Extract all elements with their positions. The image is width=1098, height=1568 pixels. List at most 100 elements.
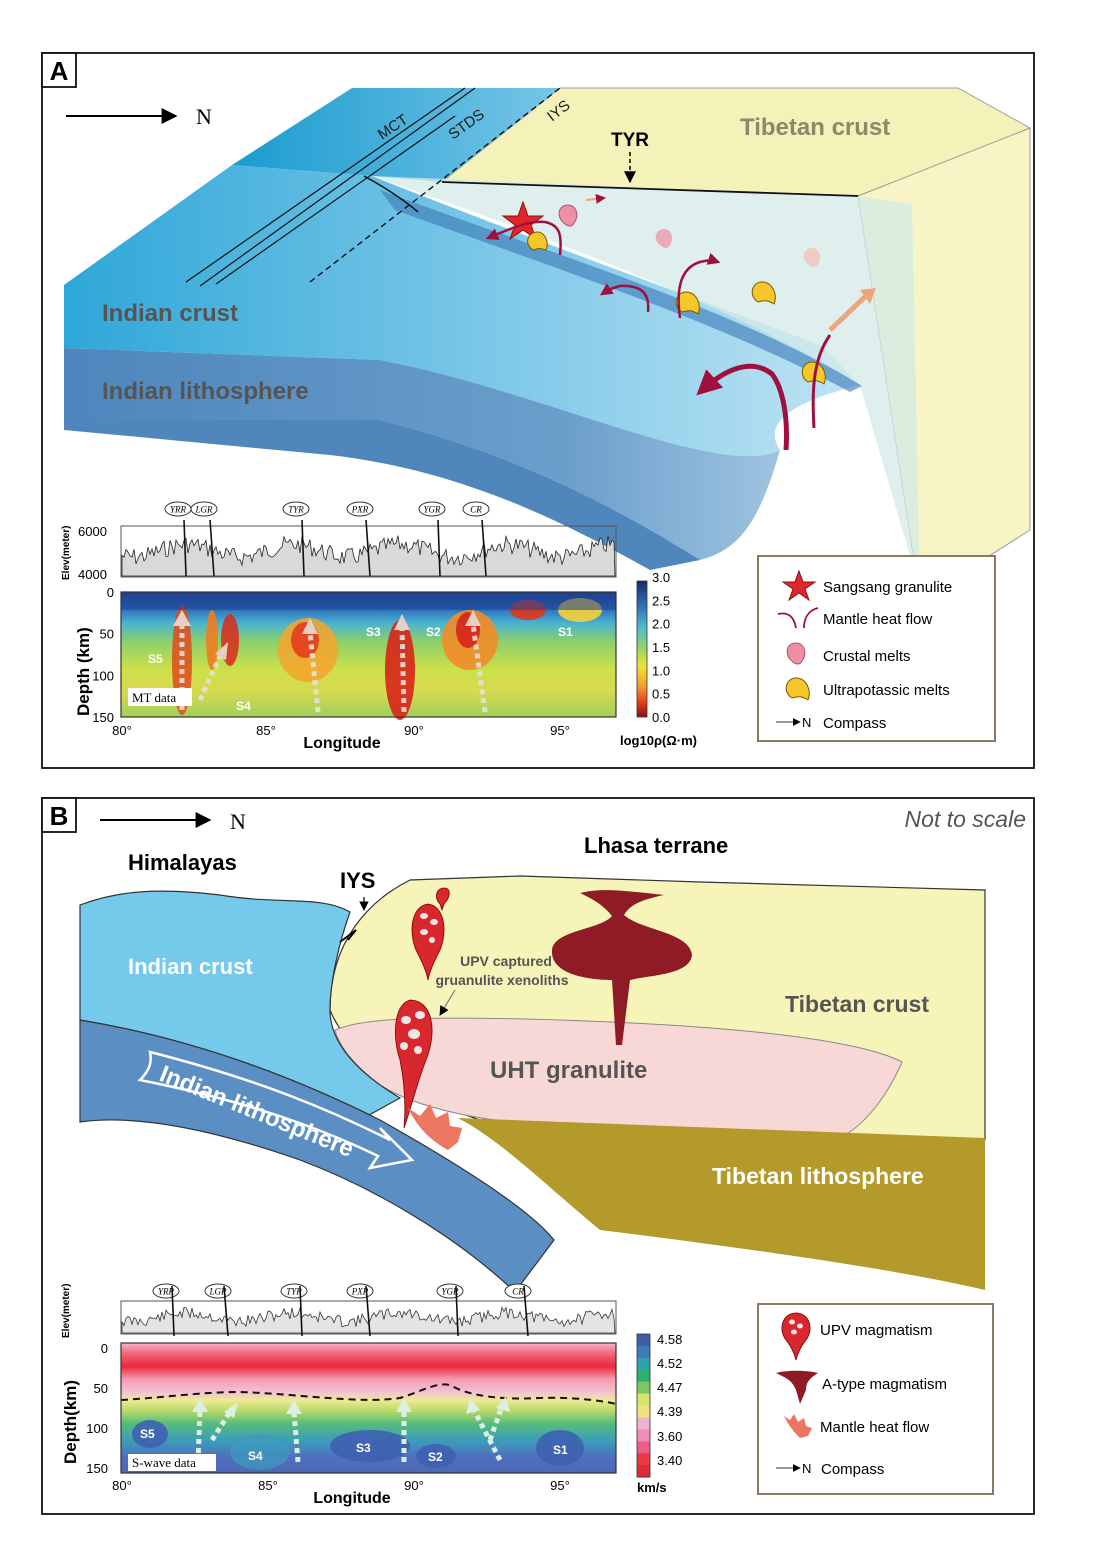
colorbar-tick: 4.47 [657,1380,682,1395]
star-icon [781,569,817,602]
swave-upwelling-arrows [195,1405,505,1463]
mct-line [185,87,466,283]
colorbar-tick: 4.58 [657,1332,682,1347]
ultrapotassic-melt-icon [675,291,700,315]
zone-label: S5 [140,1427,155,1441]
colorbar-swatch [637,1417,650,1430]
a-type-magma-body [551,890,692,1045]
colorbar-swatch [637,1357,650,1371]
zone-label: S4 [248,1449,263,1463]
zone-label: S2 [426,625,441,639]
elev-tick: 4000 [78,567,107,582]
tibetan-lithosphere-label: Tibetan lithosphere [712,1163,924,1189]
swave-frame [120,1342,617,1474]
mt-anomaly [291,622,319,658]
colorbar-a-bar [636,580,648,718]
upv-note-line1: UPV captured [460,953,552,969]
colorbar-tick: 0.0 [652,710,670,725]
colorbar-a-unit: log10ρ(Ω·m) [620,733,697,748]
zone-label: S1 [558,625,573,639]
crustal-melt-icon [803,248,820,267]
rift-fault-line [455,1285,459,1337]
rift-oval [346,501,374,517]
mantle-heat-comb-icon [784,1414,812,1438]
mt-tag-box [128,688,192,706]
rift-label: LGR [208,1287,227,1297]
uht-granulite-label: UHT granulite [490,1057,647,1084]
colorbar-tick: 3.40 [657,1453,682,1468]
panel-a-compass: N [66,104,212,129]
longitude-xlabel: Longitude [313,1490,390,1507]
rift-fault-line [365,1285,371,1337]
depth-tick: 0 [101,1341,108,1356]
tibetan-lithosphere-region [458,1118,985,1290]
pink-drop-icon [786,642,806,665]
depth-tick: 100 [92,668,114,683]
xenolith-pointer [439,989,456,1016]
crustal-melt-icon [558,204,578,227]
colorbar-swatch [637,1453,650,1466]
elev-ylabel-b: Elev(meter) [61,1284,72,1338]
legend-a-item: Mantle heat flow [823,611,932,628]
legend-b-item: Compass [821,1461,884,1478]
legend-a-compass-n: N [802,715,811,730]
upv-drop-xenolith [789,1319,795,1325]
thrust-arrow [339,929,357,943]
longitude-tick: 90° [404,1478,424,1493]
mt-top-band [121,592,616,610]
legend-a-item: Compass [823,715,886,732]
subduction-band [380,190,862,392]
swave-anomaly [132,1420,168,1448]
mt-tag: MT data [132,690,176,705]
panel-b-letter-box [41,797,77,833]
heat-flow-faint-head [860,288,876,304]
colorbar-swatch [637,1393,650,1406]
longitude-tick: 95° [550,723,570,738]
rift-fault-line [299,1285,303,1337]
sangsang-star-icon [501,200,545,241]
zone-label: S2 [428,1450,443,1464]
longitude-tick: 90° [404,723,424,738]
colorbar-swatch [637,1381,650,1395]
colorbar-a: 3.02.52.01.51.00.50.0 log10ρ(Ω·m) [620,570,697,748]
panel-b-letter: B [50,801,69,831]
zone-label: S3 [356,1441,371,1455]
iys-b-label: IYS [340,868,375,893]
rift-label: YRR [170,505,187,515]
longitude-tick: 80° [112,723,132,738]
indian-crust-label: Indian crust [102,300,238,327]
elev-frame [120,1300,617,1335]
zone-label: S4 [236,699,251,713]
legend-b-item: Mantle heat flow [820,1419,929,1436]
panel-a-letter-box [41,52,77,88]
iys-line [309,87,561,283]
legend-b-compass-n: N [802,1461,811,1476]
upv-drop-xenolith [797,1323,803,1329]
indian-lithosphere-label: Indian lithosphere [102,378,309,405]
depth-tick: 0 [107,585,114,600]
elev-tick: 6000 [78,524,107,539]
panel-a: A N [41,52,1035,769]
lab-boundary-line [120,1383,617,1405]
mt-anomaly [385,620,415,720]
upv-drop-icon [781,1312,811,1361]
depth-tick: 150 [86,1461,108,1476]
panel-a-letter: A [50,56,69,86]
swave-anomaly [416,1444,456,1468]
swave-anomalies [132,1420,584,1470]
thrust-curve [363,175,419,213]
legend-a: Sangsang granulite Mantle heat flow Crus… [757,555,996,742]
tibetan-crust-b-label: Tibetan crust [785,991,929,1017]
swave-section: S5 S4 S3 S2 S1 S-wave data Depth(km) 050… [61,1341,617,1507]
elev-frame [120,525,617,578]
colorbar-b-ticks: 4.584.524.474.393.603.40 [657,1332,682,1468]
upv-note-line2: gruanulite xenoliths [435,972,568,988]
compass-label: N [230,809,246,834]
tyr-label: TYR [611,130,649,151]
indian-crust-b-label: Indian crust [128,954,253,979]
legend-b-item: UPV magmatism [820,1322,933,1339]
indian-lithosphere-front [64,420,700,570]
